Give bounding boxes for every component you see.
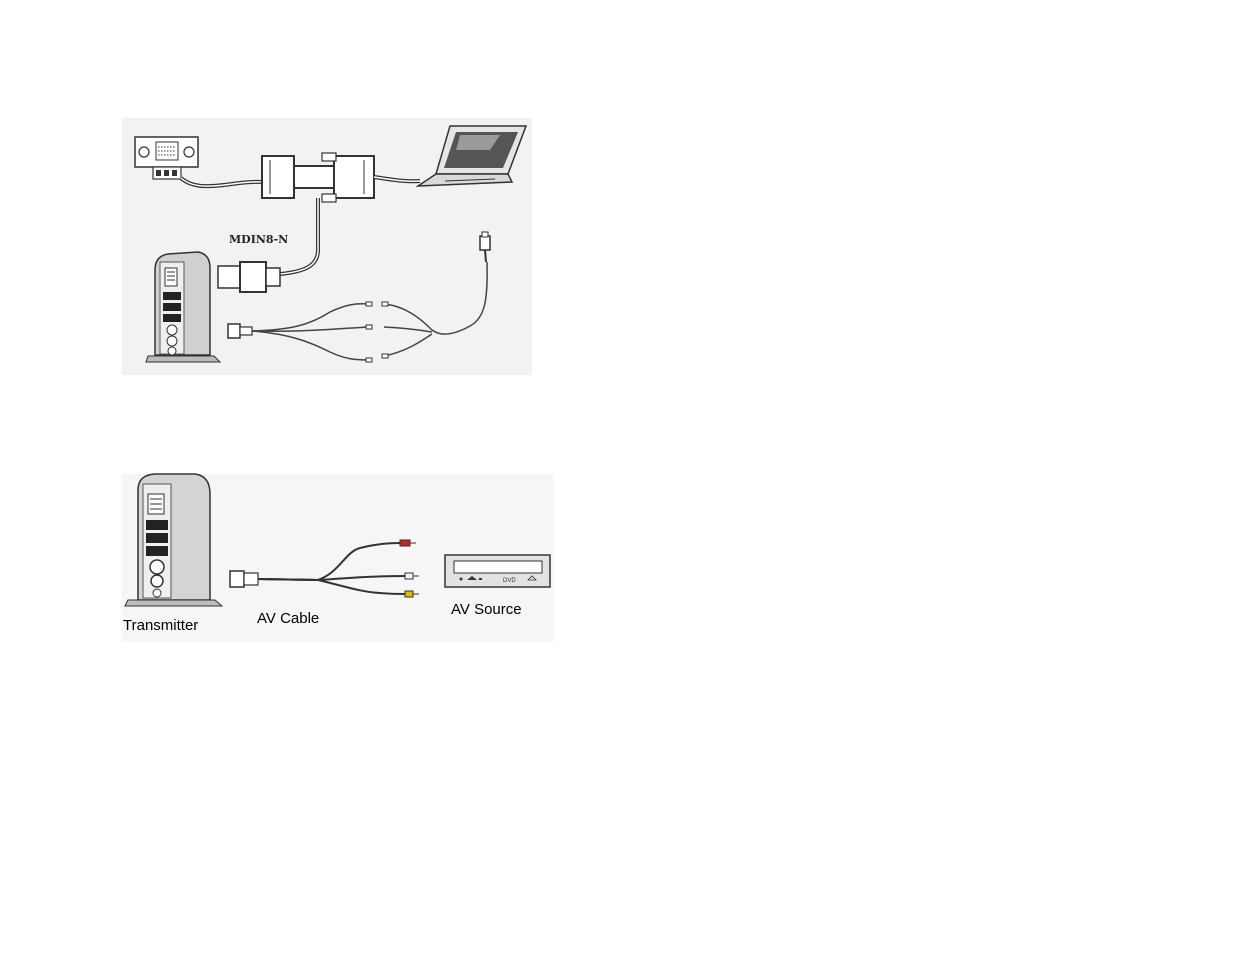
diagram-top: MDIN8-N — [122, 118, 532, 375]
av-source-label: AV Source — [451, 601, 522, 618]
connector-label: MDIN8-N — [229, 233, 288, 246]
av-source-icon: DVD — [445, 555, 550, 587]
av-cable-label: AV Cable — [257, 610, 319, 627]
dvd-label: DVD — [503, 578, 516, 584]
transmitter-bottom-icon — [125, 474, 222, 606]
transmitter-label: Transmitter — [123, 617, 198, 634]
diagram-bottom: DVD Transmitter AV Cable AV Source — [122, 474, 554, 642]
transmitter-top-icon — [146, 252, 220, 362]
